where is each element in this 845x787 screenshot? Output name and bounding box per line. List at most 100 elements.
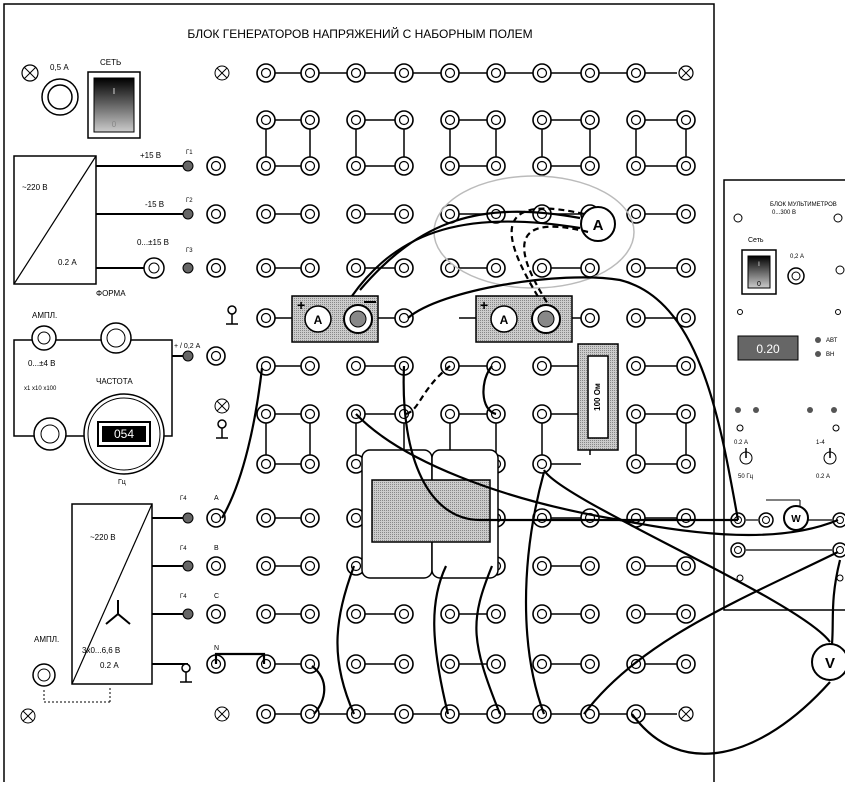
waveform-selector[interactable] [100,322,132,354]
grid-socket[interactable] [394,63,414,83]
grid-socket[interactable] [300,508,320,528]
grid-socket[interactable] [346,508,366,528]
mm-power-switch[interactable]: I 0 [741,249,777,295]
mm-toggle-left[interactable] [739,448,753,465]
ammeter-module-1[interactable]: + А [291,295,379,343]
grid-socket[interactable] [346,110,366,130]
grid-socket[interactable] [300,454,320,474]
grid-socket[interactable] [394,604,414,624]
ammeter-module-2[interactable]: + А [475,295,573,343]
grid-socket[interactable] [676,156,696,176]
source-output[interactable] [182,204,226,224]
grid-socket[interactable] [676,110,696,130]
floating-ammeter[interactable]: A [580,206,616,242]
mm-socket-2[interactable] [730,542,746,558]
grid-socket[interactable] [676,204,696,224]
source-output[interactable] [182,156,226,176]
grid-socket[interactable] [532,258,552,278]
freq-range-knob[interactable] [33,417,67,451]
grid-socket[interactable] [394,258,414,278]
grid-socket[interactable] [626,110,646,130]
grid-socket[interactable] [626,404,646,424]
component-module[interactable] [361,449,499,579]
grid-socket[interactable] [346,704,366,724]
grid-socket[interactable] [256,356,276,376]
grid-socket[interactable] [300,110,320,130]
amplitude-knob[interactable] [31,325,57,351]
grid-socket[interactable] [440,258,460,278]
grid-socket[interactable] [300,704,320,724]
grid-socket[interactable] [256,110,276,130]
grid-socket[interactable] [580,156,600,176]
grid-socket[interactable] [394,156,414,176]
grid-socket[interactable] [440,704,460,724]
grid-socket[interactable] [256,204,276,224]
grid-socket[interactable] [486,654,506,674]
grid-socket[interactable] [346,356,366,376]
grid-socket[interactable] [626,204,646,224]
grid-socket[interactable] [346,63,366,83]
grid-socket[interactable] [300,556,320,576]
grid-socket[interactable] [580,654,600,674]
grid-socket[interactable] [676,258,696,278]
grid-socket[interactable] [440,63,460,83]
grid-socket[interactable] [486,156,506,176]
grid-socket[interactable] [256,404,276,424]
fuse-holder[interactable] [41,78,79,116]
grid-socket[interactable] [256,308,276,328]
grid-socket[interactable] [626,308,646,328]
three-phase-amplitude-knob[interactable] [32,663,56,687]
grid-socket[interactable] [580,508,600,528]
grid-socket[interactable] [256,704,276,724]
mm-socket-3[interactable] [758,512,774,528]
voltmeter[interactable]: V [811,643,845,681]
grid-socket[interactable] [626,604,646,624]
mm-mode-2[interactable] [815,351,821,357]
grid-socket[interactable] [676,308,696,328]
grid-socket[interactable] [394,204,414,224]
grid-socket[interactable] [346,204,366,224]
grid-socket[interactable] [256,556,276,576]
grid-socket[interactable] [626,258,646,278]
grid-socket[interactable] [346,654,366,674]
grid-socket[interactable] [394,110,414,130]
grid-socket[interactable] [440,604,460,624]
source-output[interactable] [182,508,226,528]
grid-socket[interactable] [532,356,552,376]
grid-socket[interactable] [394,704,414,724]
grid-socket[interactable] [440,110,460,130]
grid-socket[interactable] [626,156,646,176]
frequency-knob[interactable]: 054 [83,393,165,475]
grid-socket[interactable] [580,110,600,130]
grid-socket[interactable] [580,63,600,83]
grid-socket[interactable] [256,654,276,674]
grid-socket[interactable] [486,258,506,278]
grid-socket[interactable] [486,63,506,83]
source-output[interactable] [182,258,226,278]
grid-socket[interactable] [486,704,506,724]
grid-socket[interactable] [676,356,696,376]
grid-socket[interactable] [532,604,552,624]
grid-socket[interactable] [676,654,696,674]
grid-socket[interactable] [394,308,414,328]
grid-socket[interactable] [346,258,366,278]
grid-socket[interactable] [440,156,460,176]
grid-socket[interactable] [256,258,276,278]
grid-socket[interactable] [300,258,320,278]
grid-socket[interactable] [300,356,320,376]
grid-socket[interactable] [676,508,696,528]
voltage-knob[interactable] [143,257,165,279]
grid-socket[interactable] [580,704,600,724]
grid-socket[interactable] [532,63,552,83]
grid-socket[interactable] [486,604,506,624]
mm-socket-5[interactable] [832,542,845,558]
grid-socket[interactable] [676,604,696,624]
grid-socket[interactable] [346,156,366,176]
grid-socket[interactable] [440,404,460,424]
grid-socket[interactable] [300,404,320,424]
grid-socket[interactable] [626,556,646,576]
source-output[interactable] [182,556,226,576]
mm-toggle-right[interactable] [823,448,837,465]
grid-socket[interactable] [256,156,276,176]
grid-socket[interactable] [256,454,276,474]
